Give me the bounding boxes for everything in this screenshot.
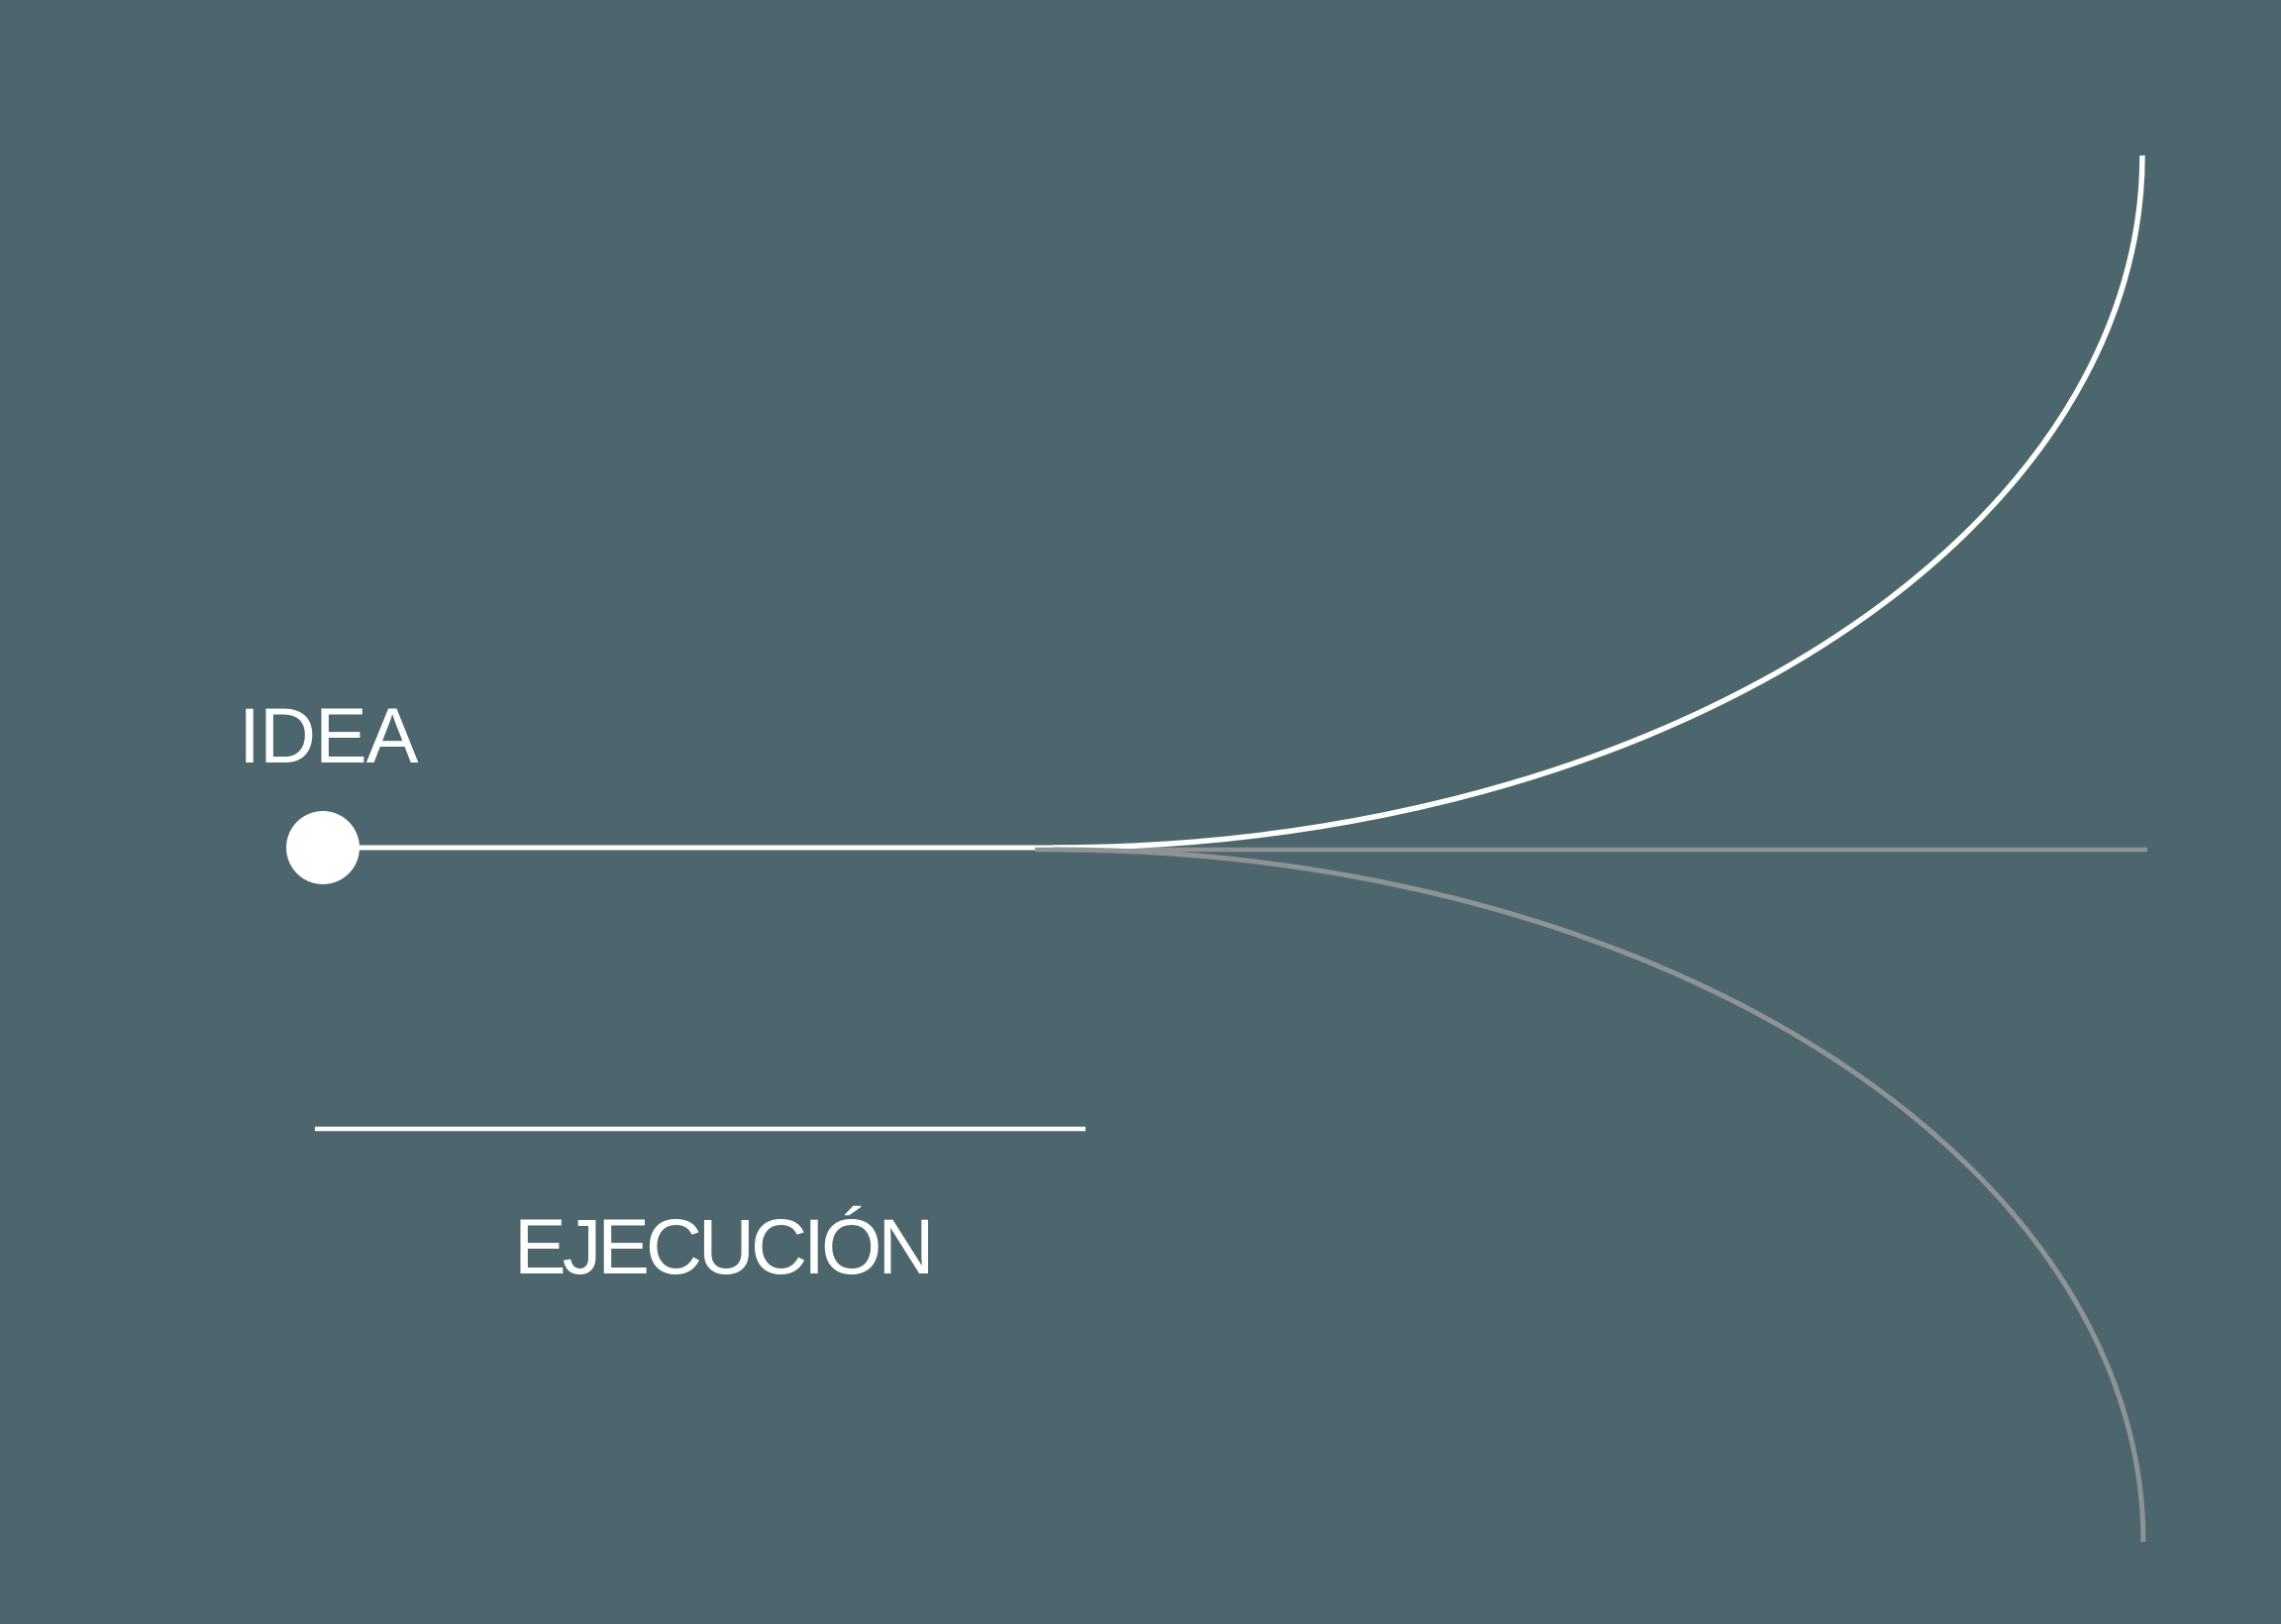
ejecucion-label: EJECUCIÓN [514, 1202, 934, 1290]
rising-execution-curve [1052, 154, 2145, 851]
idea-dot [286, 811, 360, 884]
falling-mirror-curve [1052, 847, 2146, 1543]
idea-label: IDEA [239, 691, 418, 779]
